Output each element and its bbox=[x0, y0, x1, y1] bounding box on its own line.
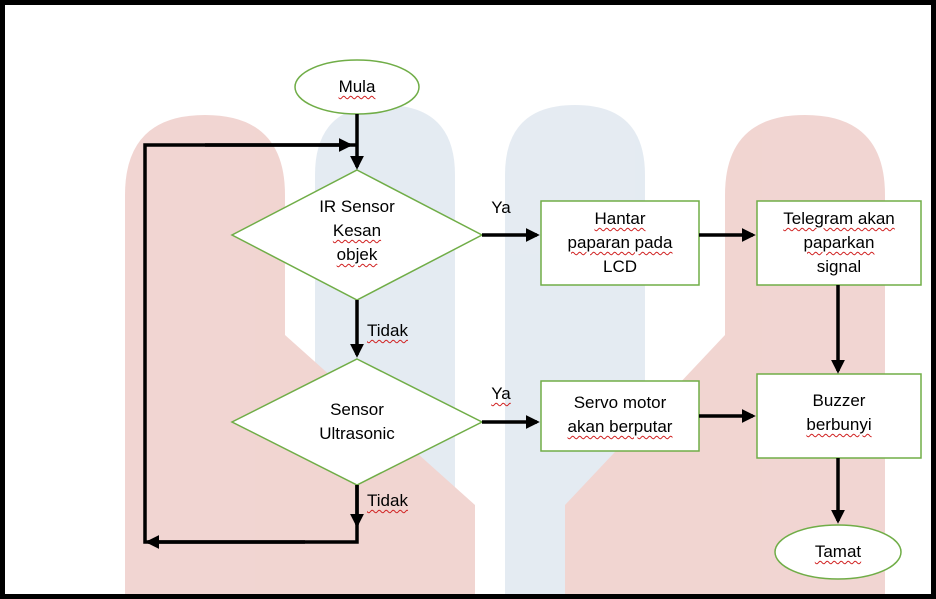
telegram-label: Telegram akan paparkan signal bbox=[783, 209, 895, 276]
start-label: Mula bbox=[338, 77, 376, 96]
process-servo-motor bbox=[540, 380, 700, 452]
buzzer-label: Buzzer berbunyi bbox=[806, 391, 872, 434]
background-watermark bbox=[125, 105, 885, 594]
end-label: Tamat bbox=[814, 542, 862, 561]
flowchart-canvas bbox=[125, 59, 922, 594]
servo-label: Servo motor akan berputar bbox=[567, 393, 673, 436]
ir-no-label: Tidak bbox=[367, 321, 408, 340]
ir-yes-label: Ya bbox=[491, 198, 511, 217]
ultra-yes-label: Ya bbox=[491, 384, 511, 403]
ultrasonic-label: Sensor Ultrasonic bbox=[319, 400, 395, 443]
process-buzzer bbox=[756, 373, 922, 459]
process-hantar-paparan bbox=[540, 200, 700, 286]
ir-sensor-label: IR Sensor Kesan objek bbox=[319, 197, 395, 264]
process-telegram bbox=[756, 200, 922, 286]
ultra-no-label: Tidak bbox=[367, 491, 408, 510]
end-terminal bbox=[774, 524, 902, 580]
hantar-label: Hantar paparan pada LCD bbox=[567, 209, 673, 276]
